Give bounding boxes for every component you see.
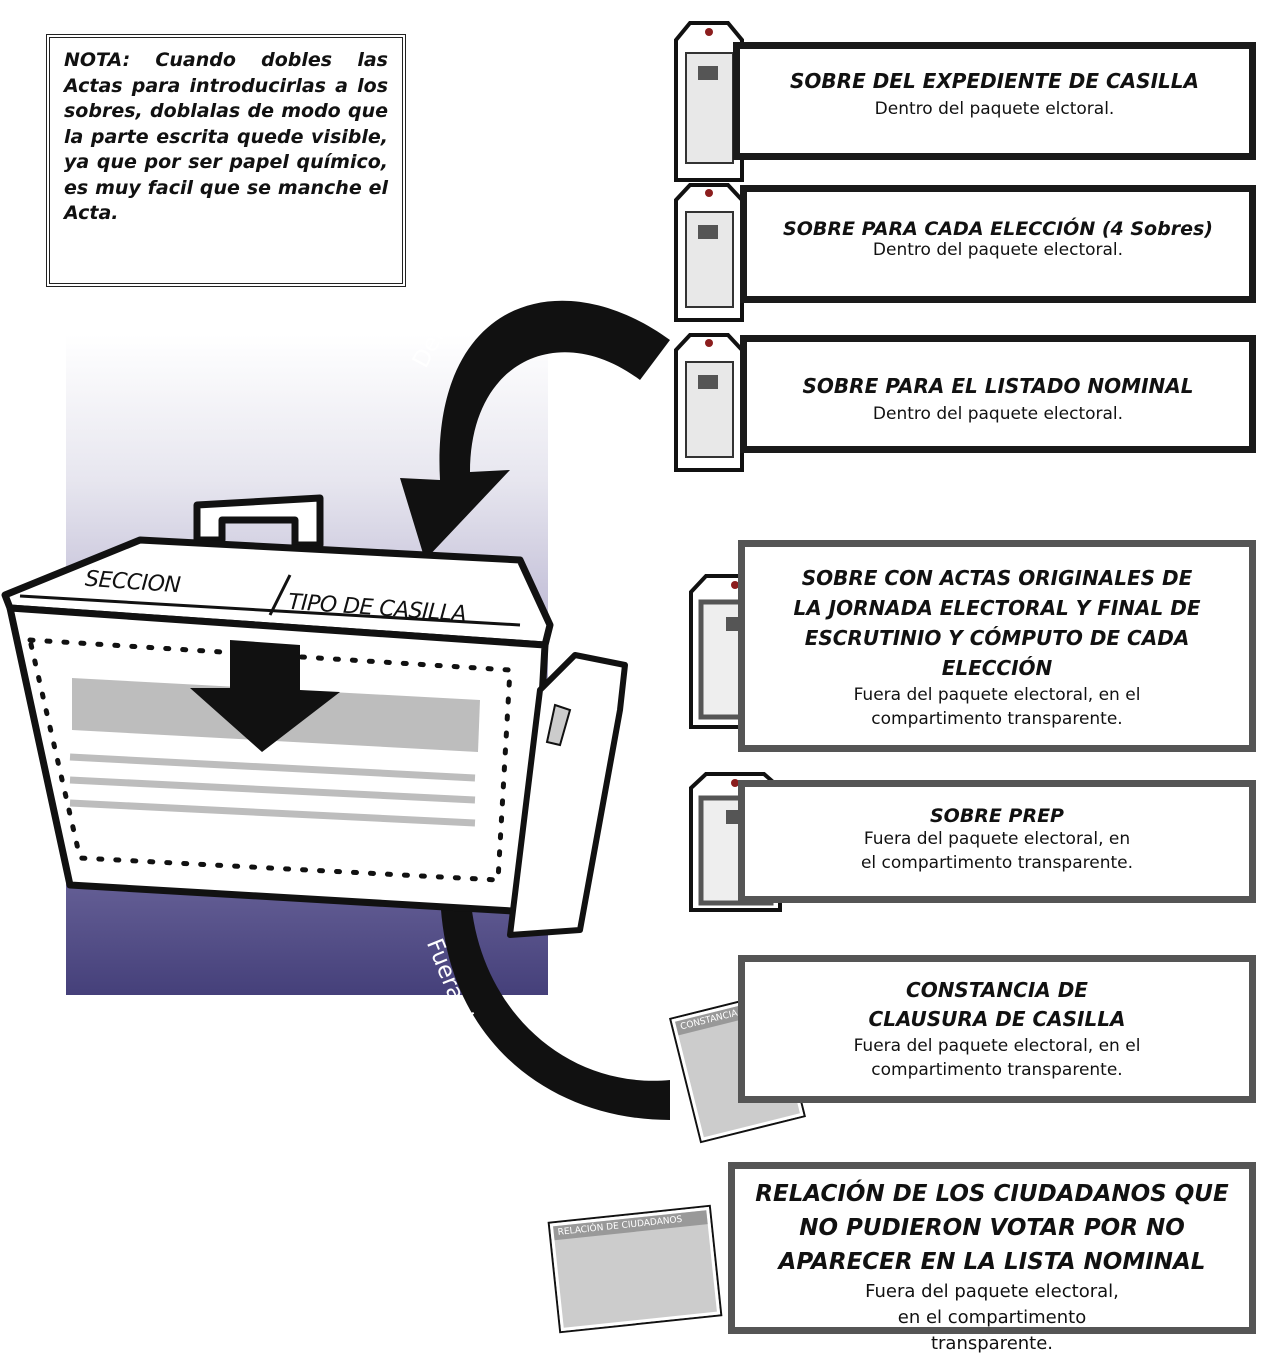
item-box-listado-nominal: SOBRE PARA EL LISTADO NOMINAL Dentro del…: [740, 335, 1256, 453]
transparent-pocket: [507, 652, 628, 938]
envelope-icon: [674, 333, 744, 472]
item-box-prep: SOBRE PREP Fuera del paquete electoral, …: [738, 780, 1256, 903]
item-desc: Fuera del paquete electoral, en el compa…: [853, 685, 1141, 729]
item-title: CONSTANCIA DE CLAUSURA DE CASILLA: [868, 978, 1126, 1031]
note-box: NOTA: Cuando dobles las Actas para intro…: [46, 34, 406, 287]
inside-arrow: [400, 300, 670, 560]
item-box-cada-eleccion: SOBRE PARA CADA ELECCIÓN (4 Sobres) Dent…: [740, 185, 1256, 303]
item-box-actas-originales: SOBRE CON ACTAS ORIGINALES DE LA JORNADA…: [738, 540, 1256, 752]
envelope-icon: [674, 183, 744, 322]
item-desc: Fuera del paquete electoral, en el compa…: [865, 1281, 1119, 1354]
item-desc: Dentro del paquete electoral.: [872, 240, 1124, 260]
package-handle: [193, 494, 324, 549]
outside-arrow: [405, 808, 670, 1120]
item-desc: Dentro del paquete electoral.: [872, 404, 1124, 424]
item-title: SOBRE PARA EL LISTADO NOMINAL: [802, 374, 1194, 398]
down-arrow: [190, 640, 340, 752]
item-desc: Dentro del paquete elctoral.: [874, 99, 1115, 119]
item-title: SOBRE DEL EXPEDIENTE DE CASILLA: [790, 69, 1199, 93]
note-text: NOTA: Cuando dobles las Actas para intro…: [64, 49, 388, 224]
item-desc: Fuera del paquete electoral, en el compa…: [860, 829, 1134, 873]
item-box-expediente: SOBRE DEL EXPEDIENTE DE CASILLA Dentro d…: [733, 42, 1256, 160]
item-box-constancia: CONSTANCIA DE CLAUSURA DE CASILLA Fuera …: [738, 955, 1256, 1103]
item-desc: Fuera del paquete electoral, en el compa…: [853, 1036, 1141, 1080]
item-title: SOBRE PARA CADA ELECCIÓN (4 Sobres): [783, 218, 1213, 240]
item-title: SOBRE CON ACTAS ORIGINALES DE LA JORNADA…: [793, 566, 1201, 680]
item-title: RELACIÓN DE LOS CIUDADANOS QUE NO PUDIER…: [755, 1181, 1229, 1275]
item-box-relacion-ciudadanos: RELACIÓN DE LOS CIUDADANOS QUE NO PUDIER…: [728, 1162, 1256, 1354]
item-title: SOBRE PREP: [929, 805, 1064, 827]
relacion-form: RELACIÓN DE CIUDADANOS: [549, 1206, 721, 1332]
envelope-icon: [674, 21, 744, 182]
